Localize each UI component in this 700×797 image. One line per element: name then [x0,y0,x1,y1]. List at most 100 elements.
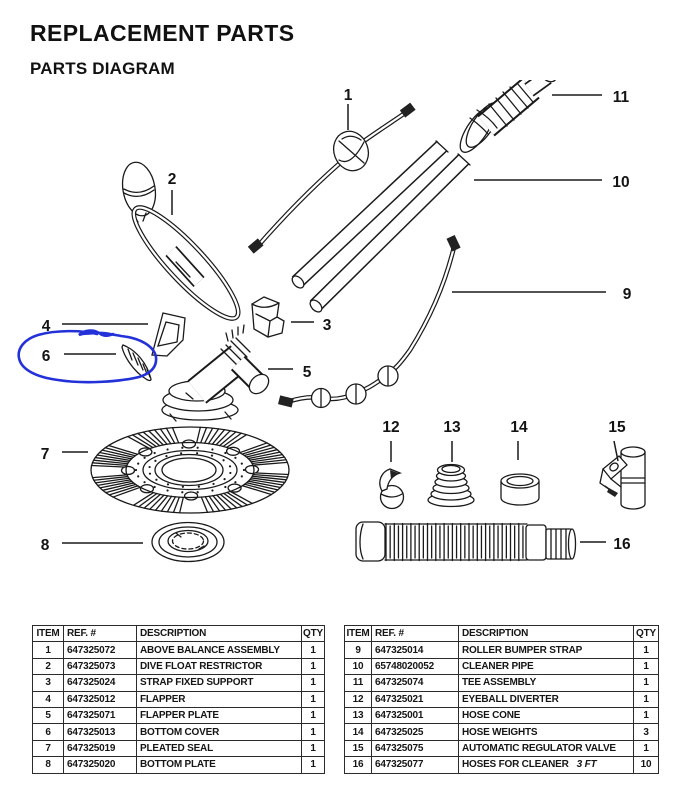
cell-ref: 647325074 [371,674,459,692]
cell-desc: AUTOMATIC REGULATOR VALVE [458,739,634,758]
col-header-qty: QTY [633,624,659,643]
cell-ref: 647325075 [371,739,459,758]
cell-item: 7 [32,739,64,758]
part-label-10: 10 [612,174,629,191]
part-10-drawing [291,140,471,313]
part-4-drawing [151,312,186,357]
cell-item: 5 [32,706,64,725]
part-3-drawing [251,296,285,338]
cell-qty: 3 [633,723,659,741]
part-7-drawing [90,426,290,514]
part-label-15: 15 [608,419,626,436]
part-2-drawing [121,161,241,321]
cell-desc: CLEANER PIPE [458,657,634,676]
part-6-drawing [121,344,152,382]
cell-ref: 647325001 [371,706,459,725]
cell-desc: ROLLER BUMPER STRAP [458,641,634,659]
part-label-16: 16 [613,536,631,553]
cell-item: 14 [344,723,372,741]
cell-item: 8 [32,756,64,774]
cell-ref: 65748020052 [371,657,459,676]
cell-item: 15 [344,739,372,758]
part-13-drawing [427,463,475,508]
cell-item: 2 [32,657,64,676]
col-header-qty: QTY [301,624,325,643]
cell-qty: 1 [301,739,325,758]
cell-desc: EYEBALL DIVERTER [458,690,634,708]
cell-ref: 647325071 [63,706,137,725]
col-header-item: ITEM [32,624,64,643]
cell-item: 16 [344,756,372,774]
annotation-circle [17,329,158,384]
part-label-8: 8 [41,537,50,554]
cell-qty: 1 [301,690,325,708]
part-label-5: 5 [303,364,312,381]
part-9-drawing [277,234,461,409]
section-title: PARTS DIAGRAM [30,59,175,78]
cell-ref: 647325072 [63,641,137,659]
cell-desc: TEE ASSEMBLY [458,674,634,692]
table-header-row: ITEM REF. # DESCRIPTION QTY [344,624,659,643]
cell-ref: 647325021 [371,690,459,708]
cell-item: 3 [32,674,64,692]
cell-qty: 1 [633,690,659,708]
cell-ref: 647325024 [63,674,137,692]
cell-item: 12 [344,690,372,708]
col-header-description: DESCRIPTION [458,624,634,643]
part-label-1: 1 [344,87,353,104]
cell-qty: 1 [633,706,659,725]
cell-qty: 1 [633,739,659,758]
cell-qty: 1 [301,756,325,774]
cell-qty: 1 [301,641,325,659]
cell-desc: HOSE WEIGHTS [458,723,634,741]
part-label-7: 7 [41,446,50,463]
cell-qty: 1 [633,657,659,676]
cell-desc: BOTTOM COVER [136,723,302,741]
cell-qty: 1 [301,674,325,692]
cell-desc: DIVE FLOAT RESTRICTOR [136,657,302,676]
cell-ref: 647325014 [371,641,459,659]
page-title: REPLACEMENT PARTS [30,20,295,46]
cell-qty: 1 [633,674,659,692]
table-header-row: ITEM REF. # DESCRIPTION QTY [32,624,325,643]
part-label-4: 4 [42,318,51,335]
parts-diagram: 1 2 3 4 5 6 7 8 9 10 11 12 13 14 15 16 [17,80,646,563]
part-label-14: 14 [510,419,528,436]
part-label-11: 11 [613,89,630,106]
part-label-9: 9 [623,286,632,303]
part-14-drawing [500,473,540,506]
part-label-2: 2 [168,171,177,188]
cell-ref: 647325020 [63,756,137,774]
cell-qty: 10 [633,756,659,774]
cell-desc: HOSE CONE [458,706,634,725]
part-label-13: 13 [443,419,461,436]
part-label-3: 3 [323,317,332,334]
part-label-6: 6 [42,348,51,365]
cell-qty: 1 [301,723,325,741]
part-15-drawing [599,446,646,510]
cell-qty: 1 [301,706,325,725]
col-header-description: DESCRIPTION [136,624,302,643]
cell-ref: 647325077 [371,756,459,774]
cell-desc: PLEATED SEAL [136,739,302,758]
cell-desc: BOTTOM PLATE [136,756,302,774]
cell-desc: STRAP FIXED SUPPORT [136,674,302,692]
cell-item: 13 [344,706,372,725]
cell-ref: 647325013 [63,723,137,741]
part-12-drawing [379,468,405,510]
